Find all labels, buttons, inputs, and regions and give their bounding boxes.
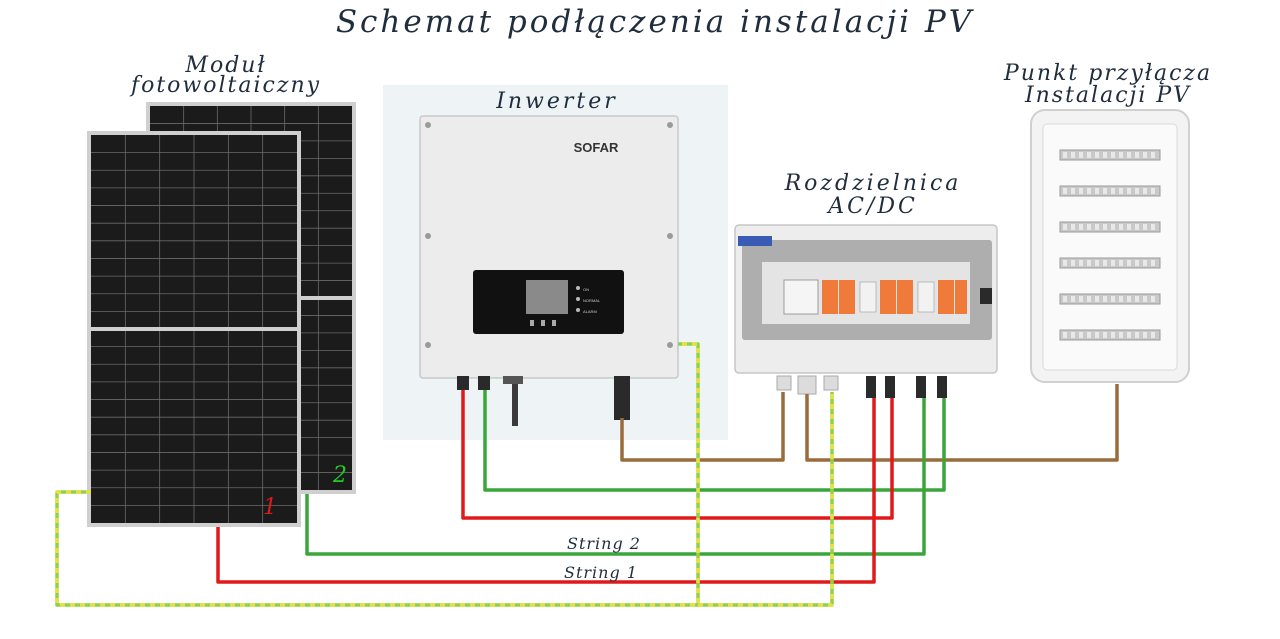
string-2-wire [305,398,926,556]
ac-wire-inverter-switchboard [620,392,785,462]
dc-switch [503,376,523,384]
string-1-label: String 1 [564,563,638,582]
dc-plus-inverter-switchboard [461,390,894,520]
led-label-on: ON [583,287,589,292]
inverter-lcd-screen [526,280,568,314]
distribution-box [1030,109,1190,383]
dc-connector-plus [457,376,469,390]
switchboard-ac-dc [734,224,998,398]
string-2-label: String 2 [567,534,641,553]
led-normal-icon [576,297,580,301]
led-label-normal: NORMAL [583,298,601,303]
ac-cable-gland [614,376,630,420]
module-label-line1: Moduł [184,53,266,78]
diagram-title: Schemat podłączenia instalacji PV [336,4,975,40]
inverter-label: Inwerter [495,89,618,114]
led-label-alarm: ALARM [583,309,597,314]
switchboard-label-line2: AC/DC [826,194,918,219]
wiring [55,342,1119,607]
connection-label-line1: Punkt przyłącza [1003,61,1212,86]
pv-module-1: 1 [87,131,301,527]
led-on-icon [576,286,580,290]
dc-minus-inverter-switchboard [483,390,946,492]
module-label-line2: fotowoltaiczny [129,73,321,98]
panel-number-1: 1 [263,495,277,520]
inverter-unit: SOFAR ON NORMAL ALARM [419,115,679,426]
inverter-brand: SOFAR [574,140,619,155]
string-1-wire [216,398,876,584]
panel-number-2: 2 [332,463,347,488]
ac-wire-switchboard-grid [805,384,1119,462]
connection-label-line2: Instalacji PV [1024,83,1191,108]
dc-connector-minus [478,376,490,390]
led-alarm-icon [576,308,580,312]
switchboard-label-line1: Rozdzielnica [784,171,962,196]
